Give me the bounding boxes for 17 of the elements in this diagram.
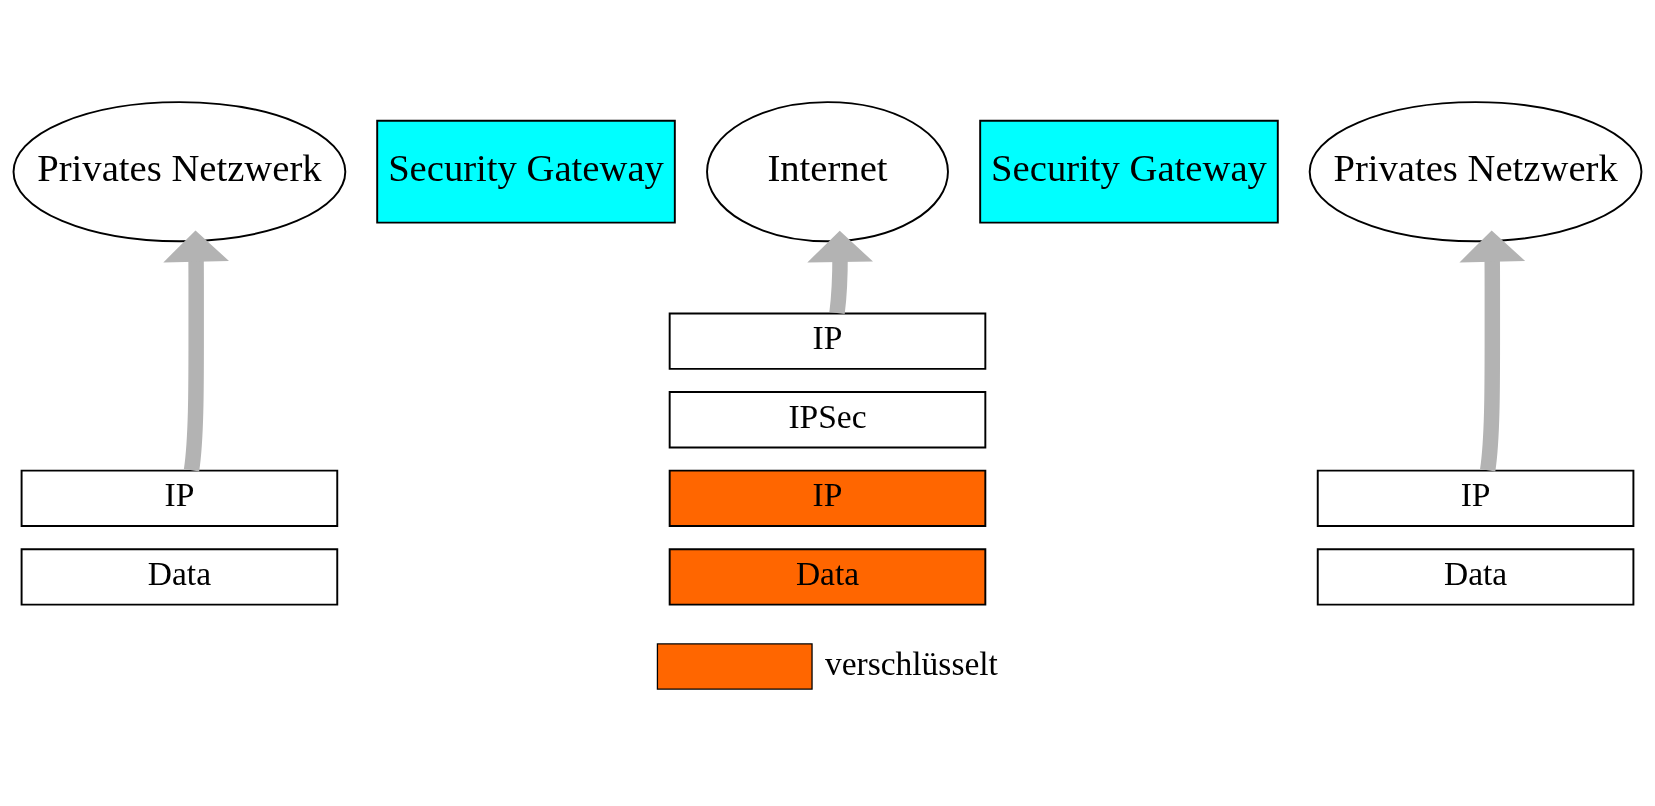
node-box: IP	[668, 469, 987, 527]
node-box: IP	[1316, 469, 1635, 527]
node-box: Data	[1316, 548, 1635, 606]
node-box: IP	[668, 312, 987, 370]
node-box: Security Gateway	[979, 119, 1279, 224]
node-box: Data	[20, 548, 339, 606]
node-box: IP	[20, 469, 339, 527]
legend-label: verschlüsselt	[824, 644, 998, 682]
node-box: Data	[668, 548, 987, 606]
arrow	[163, 230, 229, 472]
node-ellipse: Privates Netzwerk	[1308, 101, 1643, 243]
node-box: IPSec	[668, 391, 987, 449]
node-ellipse: Privates Netzwerk	[12, 101, 347, 243]
arrow	[1459, 230, 1526, 472]
node-box: Security Gateway	[376, 119, 676, 224]
node-ellipse: Internet	[706, 101, 949, 243]
arrow	[807, 230, 873, 314]
